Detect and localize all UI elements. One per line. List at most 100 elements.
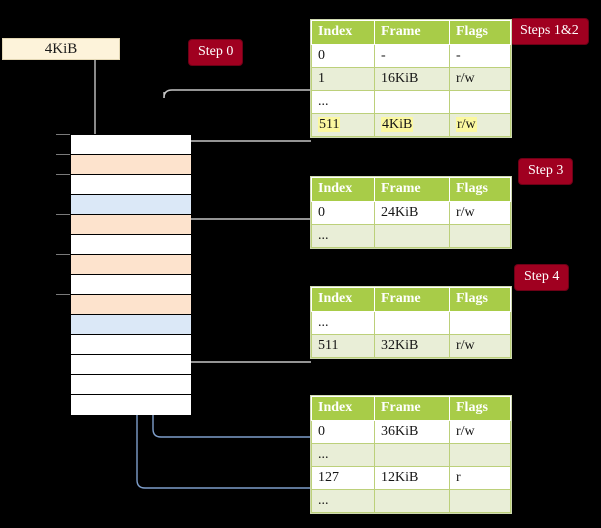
cell-frame bbox=[374, 90, 450, 114]
cell-index: 0 bbox=[311, 201, 375, 225]
memory-frame-row bbox=[71, 215, 191, 235]
table-row: ... bbox=[311, 311, 511, 335]
cell-index: 1 bbox=[311, 67, 375, 91]
cell-flags: r/w bbox=[449, 334, 511, 358]
memory-frame-row bbox=[71, 255, 191, 275]
cell-flags: r bbox=[449, 466, 511, 490]
table-row: ... bbox=[311, 443, 511, 467]
step-badge-steps-1-2: Steps 1&2 bbox=[511, 19, 588, 44]
cell-index: ... bbox=[311, 489, 375, 513]
cell-frame bbox=[374, 224, 450, 248]
cell-flags bbox=[449, 224, 511, 248]
cell-index: 511 bbox=[311, 334, 375, 358]
memory-tick bbox=[56, 134, 70, 135]
cell-frame: 16KiB bbox=[374, 67, 450, 91]
cell-flags bbox=[449, 311, 511, 335]
cell-flags: r/w bbox=[449, 420, 511, 444]
cell-frame bbox=[374, 443, 450, 467]
memory-tick bbox=[56, 254, 70, 255]
column-header-flags: Flags bbox=[449, 396, 511, 421]
memory-frame-row bbox=[71, 175, 191, 195]
cell-index: 511 bbox=[311, 113, 375, 137]
column-header-index: Index bbox=[311, 287, 375, 312]
table-row: 0-- bbox=[311, 44, 511, 68]
cell-flags: r/w bbox=[449, 201, 511, 225]
cell-index: ... bbox=[311, 224, 375, 248]
column-header-flags: Flags bbox=[449, 287, 511, 312]
memory-frame-row bbox=[71, 295, 191, 315]
memory-frame-row bbox=[71, 315, 191, 335]
memory-frame-row bbox=[71, 395, 191, 415]
memory-frame-row bbox=[71, 355, 191, 375]
table-row: ... bbox=[311, 489, 511, 513]
cell-frame: 36KiB bbox=[374, 420, 450, 444]
column-header-frame: Frame bbox=[374, 20, 450, 45]
highlighted-value: r/w bbox=[456, 116, 477, 132]
cell-flags bbox=[449, 489, 511, 513]
virtual-page-label: 4KiB bbox=[44, 40, 78, 57]
column-header-index: Index bbox=[311, 20, 375, 45]
step-badge-step-4: Step 4 bbox=[515, 265, 569, 290]
column-header-frame: Frame bbox=[374, 177, 450, 202]
column-header-flags: Flags bbox=[449, 20, 511, 45]
column-header-frame: Frame bbox=[374, 396, 450, 421]
cell-flags: r/w bbox=[449, 67, 511, 91]
cell-flags: - bbox=[449, 44, 511, 68]
table-row: ... bbox=[311, 224, 511, 248]
cell-flags bbox=[449, 90, 511, 114]
column-header-flags: Flags bbox=[449, 177, 511, 202]
column-header-index: Index bbox=[311, 396, 375, 421]
column-header-frame: Frame bbox=[374, 287, 450, 312]
cell-frame bbox=[374, 311, 450, 335]
table-row: 511 4KiB r/w bbox=[311, 113, 511, 137]
memory-frame-row bbox=[71, 155, 191, 175]
memory-frame-row bbox=[71, 275, 191, 295]
highlighted-value: 4KiB bbox=[381, 116, 414, 132]
physical-memory-column bbox=[70, 134, 191, 415]
memory-tick bbox=[56, 214, 70, 215]
cell-index: ... bbox=[311, 311, 375, 335]
wire-pdp-to-mem-a bbox=[170, 218, 311, 252]
cell-frame: 32KiB bbox=[374, 334, 450, 358]
cell-frame: - bbox=[374, 44, 450, 68]
memory-frame-row bbox=[71, 375, 191, 395]
memory-tick bbox=[56, 154, 70, 155]
cell-index: 0 bbox=[311, 44, 375, 68]
cell-index: 0 bbox=[311, 420, 375, 444]
column-header-index: Index bbox=[311, 177, 375, 202]
memory-frame-row bbox=[71, 195, 191, 215]
virtual-page-box: 4KiB bbox=[2, 38, 120, 60]
memory-frame-row bbox=[71, 235, 191, 255]
memory-frame-row bbox=[71, 335, 191, 355]
table-row: ... bbox=[311, 90, 511, 114]
cell-frame: 12KiB bbox=[374, 466, 450, 490]
cell-frame bbox=[374, 489, 450, 513]
step-badge-step-0: Step 0 bbox=[189, 40, 243, 65]
cell-index: 127 bbox=[311, 466, 375, 490]
cell-index: ... bbox=[311, 90, 375, 114]
wire-pd-to-mem-a bbox=[170, 322, 311, 363]
memory-tick bbox=[56, 294, 70, 295]
highlighted-value: 511 bbox=[318, 116, 341, 132]
step-badge-step-3: Step 3 bbox=[519, 159, 573, 184]
cell-flags: r/w bbox=[449, 113, 511, 137]
wire-mem-to-pml4 bbox=[163, 89, 311, 99]
cell-index: ... bbox=[311, 443, 375, 467]
cell-frame: 24KiB bbox=[374, 201, 450, 225]
memory-tick bbox=[56, 174, 70, 175]
cell-frame: 4KiB bbox=[374, 113, 450, 137]
